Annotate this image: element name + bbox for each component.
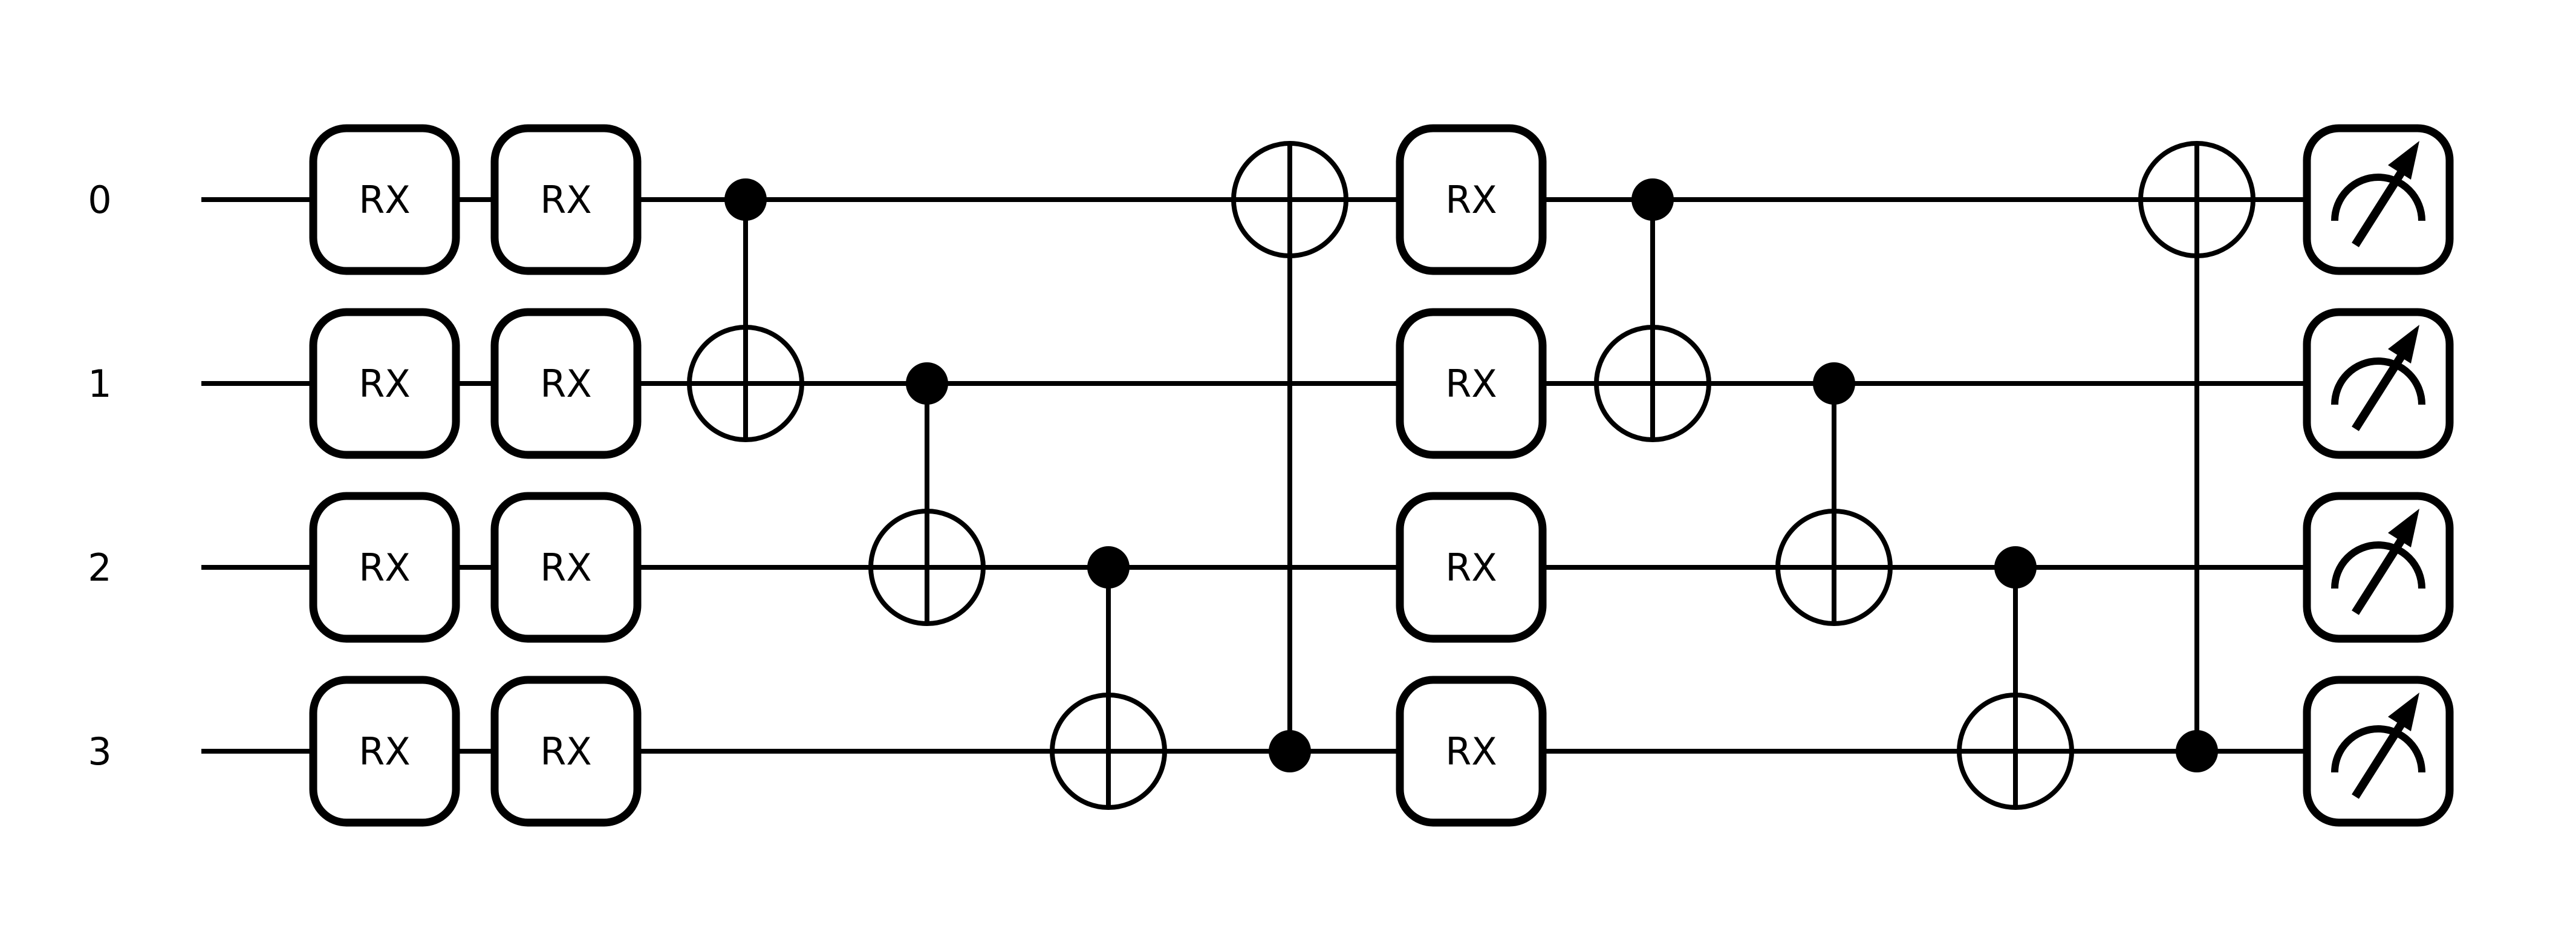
rx-gate-box xyxy=(309,124,460,275)
cnot-control-dot xyxy=(1269,730,1311,772)
measure-arrowhead xyxy=(2388,509,2419,547)
rx-gate-q3-col1: RX xyxy=(490,676,642,827)
cnot-control-dot xyxy=(1813,362,1855,405)
rx-gate-q1-col0: RX xyxy=(309,308,460,459)
cnot-gate-c1-t2-col8 xyxy=(1775,362,1893,626)
cnot-gate-c2-t3-col9 xyxy=(1957,546,2074,810)
measure-arc xyxy=(2331,541,2425,589)
measure-gate-q0 xyxy=(2303,124,2454,275)
rx-gate-box xyxy=(1396,124,1547,275)
cnot-control-dot xyxy=(1994,546,2037,589)
cnot-gate-c3-t0-col10 xyxy=(2138,141,2256,772)
measure-box xyxy=(2303,308,2454,459)
measure-box xyxy=(2303,676,2454,827)
measure-gate-q1 xyxy=(2303,308,2454,459)
cnot-target-icon xyxy=(1050,693,1167,810)
qubit-label-1: 1 xyxy=(88,362,111,406)
cnot-target-icon xyxy=(1231,141,1348,258)
measure-box xyxy=(2303,492,2454,643)
measure-icon xyxy=(2331,141,2425,247)
measure-icon xyxy=(2331,693,2425,799)
rx-gate-q2-col1: RX xyxy=(490,492,642,643)
rx-gate-q1-col6: RX xyxy=(1396,308,1547,459)
rx-gate-label: RX xyxy=(1445,729,1497,774)
rx-gate-box xyxy=(490,124,642,275)
measure-arc xyxy=(2331,725,2425,773)
measure-arrowhead xyxy=(2388,325,2419,364)
rx-gate-box xyxy=(309,676,460,827)
cnot-control-dot xyxy=(1087,546,1130,589)
cnot-target-icon xyxy=(2138,141,2256,258)
cnot-target-icon xyxy=(1775,509,1893,626)
cnot-gate-c0-t1-col7 xyxy=(1594,178,1711,442)
measure-icon xyxy=(2331,325,2425,431)
measure-needle xyxy=(2352,720,2406,799)
cnot-control-dot xyxy=(906,362,948,405)
measure-gate-q2 xyxy=(2303,492,2454,643)
rx-gate-q0-col1: RX xyxy=(490,124,642,275)
qubit-label-2: 2 xyxy=(88,546,111,590)
rx-gate-box xyxy=(1396,676,1547,827)
rx-gate-label: RX xyxy=(540,178,592,222)
rx-gate-box xyxy=(1396,492,1547,643)
rx-gate-label: RX xyxy=(540,362,592,406)
rx-gate-label: RX xyxy=(540,546,592,590)
cnot-gate-c2-t3-col4 xyxy=(1050,546,1167,810)
cnot-control-dot xyxy=(2176,730,2218,772)
cnot-control-dot xyxy=(1631,178,1674,221)
cnot-target-icon xyxy=(687,325,804,442)
cnot-target-icon xyxy=(1594,325,1711,442)
cnot-target-icon xyxy=(868,509,986,626)
rx-gate-box xyxy=(490,676,642,827)
rx-gate-q2-col0: RX xyxy=(309,492,460,643)
measure-arc xyxy=(2331,174,2425,221)
measure-arrowhead xyxy=(2388,693,2419,731)
rx-gate-label: RX xyxy=(359,546,411,590)
rx-gate-q3-col0: RX xyxy=(309,676,460,827)
rx-gate-box xyxy=(490,308,642,459)
rx-gate-label: RX xyxy=(359,178,411,222)
rx-gate-box xyxy=(490,492,642,643)
rx-gate-label: RX xyxy=(1445,546,1497,590)
rx-gate-label: RX xyxy=(1445,362,1497,406)
rx-gate-label: RX xyxy=(540,729,592,774)
rx-gate-q0-col0: RX xyxy=(309,124,460,275)
cnot-target-icon xyxy=(1957,693,2074,810)
rx-gate-box xyxy=(309,492,460,643)
measure-icon xyxy=(2331,509,2425,615)
rx-gate-label: RX xyxy=(359,362,411,406)
measure-needle xyxy=(2352,352,2406,431)
measure-needle xyxy=(2352,168,2406,247)
qubit-label-0: 0 xyxy=(88,178,111,222)
measure-arrowhead xyxy=(2388,141,2419,180)
qubit-label-3: 3 xyxy=(88,729,111,774)
cnot-gate-c3-t0-col5 xyxy=(1231,141,1348,772)
cnot-control-dot xyxy=(724,178,767,221)
rx-gate-box xyxy=(309,308,460,459)
measure-box xyxy=(2303,124,2454,275)
measure-arc xyxy=(2331,357,2425,405)
rx-gate-q2-col6: RX xyxy=(1396,492,1547,643)
measure-needle xyxy=(2352,536,2406,615)
cnot-gate-c0-t1-col2 xyxy=(687,178,804,442)
rx-gate-q1-col1: RX xyxy=(490,308,642,459)
rx-gate-box xyxy=(1396,308,1547,459)
rx-gate-q0-col6: RX xyxy=(1396,124,1547,275)
rx-gate-label: RX xyxy=(1445,178,1497,222)
rx-gate-q3-col6: RX xyxy=(1396,676,1547,827)
cnot-gate-c1-t2-col3 xyxy=(868,362,986,626)
measure-gate-q3 xyxy=(2303,676,2454,827)
rx-gate-label: RX xyxy=(359,729,411,774)
